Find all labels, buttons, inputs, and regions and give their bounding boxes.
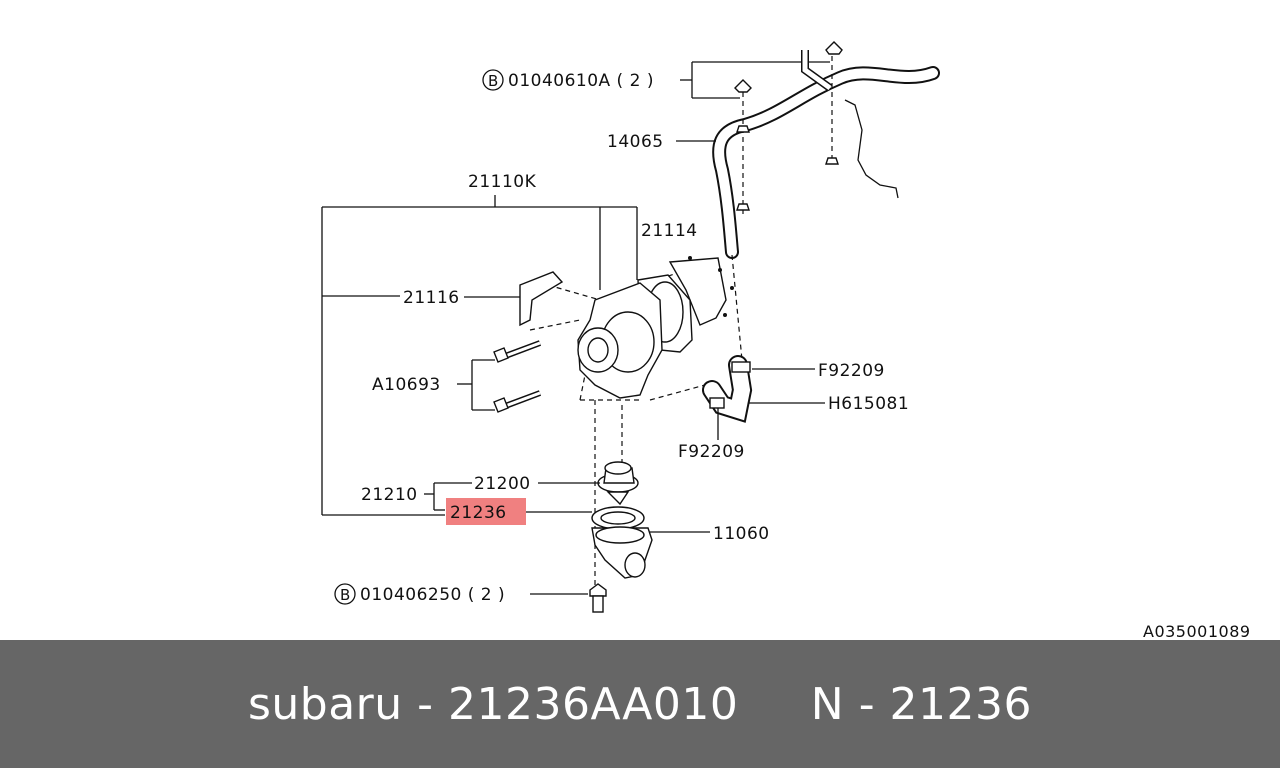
label-clamp-lower: F92209 xyxy=(678,442,745,462)
clamp-lower-callout: F92209 xyxy=(678,408,745,462)
hose-callout: 14065 xyxy=(607,132,716,152)
highlight-box xyxy=(446,498,526,525)
label-cover: 21116 xyxy=(403,288,460,308)
label-assembly: 21110K xyxy=(468,172,537,192)
label-bolt-top: 01040610A ( 2 ) xyxy=(508,71,654,91)
parts-diagram: B 01040610A ( 2 ) 14065 21110K xyxy=(321,41,1251,640)
bolt-pump-callout: A10693 xyxy=(372,359,495,411)
label-clamp-upper: F92209 xyxy=(818,361,885,381)
cover-callout: 21116 xyxy=(403,288,520,308)
label-thermostat-group: 21210 xyxy=(361,485,418,505)
footer-bar: subaru - 21236AA010 N - 21236 xyxy=(0,640,1280,768)
label-thermostat-gasket: 21236 xyxy=(450,503,507,523)
thermostat-case-callout: 11060 xyxy=(650,524,770,544)
label-thermostat-case: 11060 xyxy=(713,524,770,544)
part-number-caption: subaru - 21236AA010 N - 21236 xyxy=(247,678,1033,730)
label-hose: 14065 xyxy=(607,132,664,152)
label-bolt-bottom: 010406250 ( 2 ) xyxy=(360,585,505,605)
assembly-bracket: 21110K xyxy=(321,172,638,516)
label-hose-small: H615081 xyxy=(828,394,909,414)
water-pump xyxy=(493,256,734,585)
bolt-marker-top: B xyxy=(488,72,499,90)
bolt-marker-bottom: B xyxy=(340,586,351,604)
clamp-upper-callout: F92209 xyxy=(752,361,885,381)
drawing-code: A035001089 xyxy=(1143,622,1251,640)
label-bolt-pump: A10693 xyxy=(372,375,441,395)
thermostat-parts xyxy=(589,461,653,613)
label-gasket-pump: 21114 xyxy=(641,221,698,241)
thermostat-gasket-callout: 21236 xyxy=(446,498,592,525)
thermostat-group-callout: 21210 21200 xyxy=(361,474,600,511)
hose-small-callout: H615081 xyxy=(748,394,909,414)
hose-upper xyxy=(712,41,940,259)
bolt-bottom-callout: B 010406250 ( 2 ) xyxy=(334,583,588,605)
label-thermostat: 21200 xyxy=(474,474,531,494)
hose-small xyxy=(649,254,753,423)
bolt-top-callout: B 01040610A ( 2 ) xyxy=(482,61,830,99)
